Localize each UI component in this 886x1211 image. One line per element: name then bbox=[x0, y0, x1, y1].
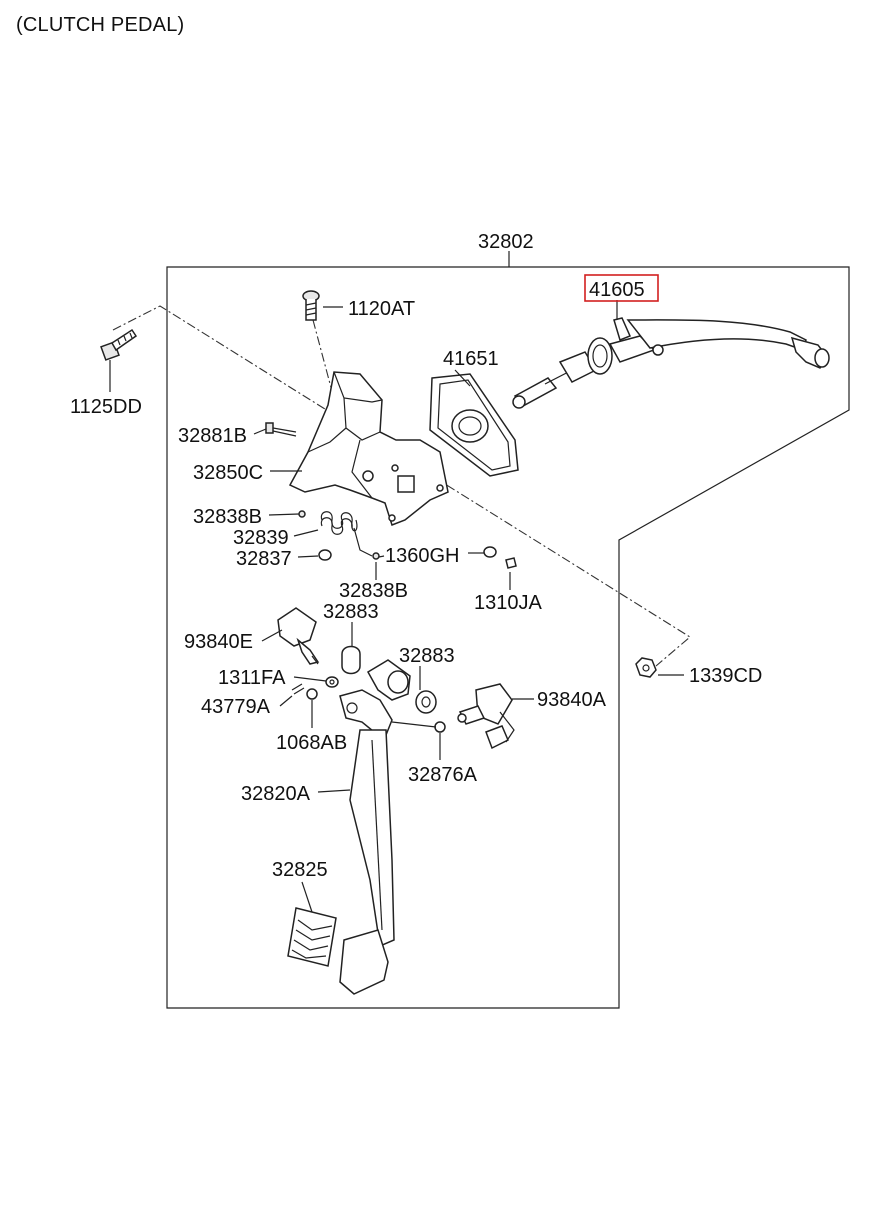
label-1125DD[interactable]: 1125DD bbox=[70, 396, 142, 418]
bolt-1120at-drawing bbox=[302, 290, 320, 321]
label-32825[interactable]: 32825 bbox=[272, 859, 328, 881]
gasket-41651-drawing bbox=[429, 373, 519, 477]
label-1068AB[interactable]: 1068AB bbox=[276, 732, 347, 754]
label-32850C[interactable]: 32850C bbox=[193, 462, 263, 484]
label-93840A[interactable]: 93840A bbox=[537, 689, 607, 711]
bolt-1125dd-drawing bbox=[100, 328, 138, 361]
bushings-32883-drawing bbox=[341, 645, 437, 714]
label-43779A[interactable]: 43779A bbox=[201, 696, 271, 718]
label-32839[interactable]: 32839 bbox=[233, 527, 289, 549]
label-1339CD[interactable]: 1339CD bbox=[689, 665, 762, 687]
highlight-box-41605 bbox=[584, 274, 659, 302]
label-32838B-lower[interactable]: 32838B bbox=[339, 580, 408, 602]
assembly-frame bbox=[166, 266, 850, 1009]
master-cylinder-41605-drawing bbox=[512, 317, 830, 409]
label-1360GH[interactable]: 1360GH bbox=[385, 545, 460, 567]
label-32876A[interactable]: 32876A bbox=[408, 764, 478, 786]
pedal-pad-32825-drawing bbox=[287, 907, 337, 967]
label-41605[interactable]: 41605 bbox=[589, 279, 645, 301]
label-32883-left[interactable]: 32883 bbox=[323, 601, 379, 623]
label-32881B[interactable]: 32881B bbox=[178, 425, 247, 447]
label-1310JA[interactable]: 1310JA bbox=[474, 592, 542, 614]
switch-93840a-drawing bbox=[457, 683, 515, 750]
label-41651[interactable]: 41651 bbox=[443, 348, 499, 370]
label-32802[interactable]: 32802 bbox=[478, 231, 534, 253]
label-32838B-upper[interactable]: 32838B bbox=[193, 506, 262, 528]
pedal-bracket-drawing bbox=[288, 371, 449, 526]
return-spring-32839-drawing bbox=[298, 510, 380, 561]
leader-lines bbox=[109, 300, 684, 913]
small-hardware-drawing bbox=[291, 676, 446, 733]
label-32837[interactable]: 32837 bbox=[236, 548, 292, 570]
label-93840E[interactable]: 93840E bbox=[184, 631, 253, 653]
switch-93840e-drawing bbox=[277, 607, 320, 665]
bolt-32881b-drawing bbox=[265, 422, 297, 437]
nuts-drawing bbox=[483, 546, 517, 569]
label-1311FA[interactable]: 1311FA bbox=[218, 667, 286, 689]
label-32820A[interactable]: 32820A bbox=[241, 783, 311, 805]
diagram-title: (CLUTCH PEDAL) bbox=[16, 14, 185, 36]
label-1120AT[interactable]: 1120AT bbox=[348, 298, 415, 320]
pedal-arm-32820a-drawing bbox=[339, 659, 411, 995]
nut-1339cd-drawing bbox=[635, 657, 657, 678]
label-32883-right[interactable]: 32883 bbox=[399, 645, 455, 667]
